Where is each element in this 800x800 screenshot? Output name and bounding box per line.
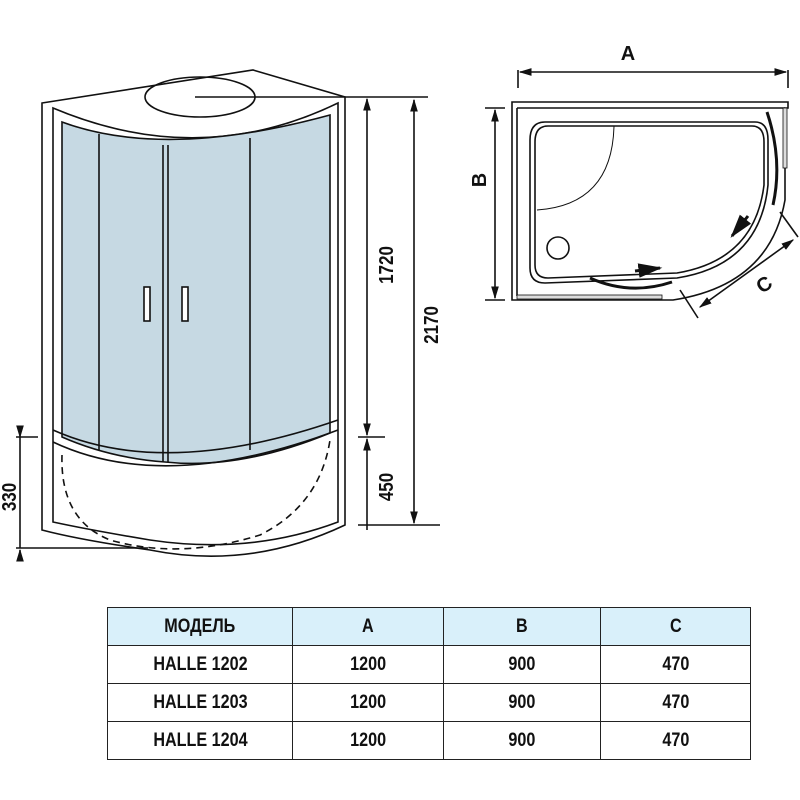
door-handle-left	[143, 286, 151, 322]
cell-model: HALLE 1204	[153, 729, 248, 751]
dim-total-height: 2170	[420, 306, 443, 344]
cabin-inner-frame	[52, 101, 339, 546]
cell-model: HALLE 1203	[153, 691, 248, 713]
cell-b: 900	[508, 729, 536, 751]
tray-hidden-line	[61, 439, 331, 550]
header-a: A	[362, 615, 374, 637]
sliding-door-bottom	[589, 276, 673, 290]
cell-model: HALLE 1202	[153, 653, 248, 675]
table-row: HALLE 1203 1200 900 470	[106, 683, 752, 722]
header-c: C	[669, 615, 682, 637]
header-b: B	[515, 615, 528, 637]
model-dimensions-table: МОДЕЛЬ A B C HALLE 1202 1200 900 470 HAL…	[106, 607, 752, 760]
cell-b: 900	[508, 691, 536, 713]
cell-a: 1200	[349, 653, 386, 675]
sliding-door-right	[765, 111, 779, 206]
glass-panels	[61, 113, 331, 465]
dim-tray-depth: 330	[0, 483, 20, 511]
dim-tray-height: 450	[375, 473, 398, 501]
label-a: A	[621, 43, 635, 65]
cell-b: 900	[508, 653, 536, 675]
label-b: B	[469, 173, 491, 187]
cell-c: 470	[661, 729, 689, 751]
top-view	[485, 68, 799, 319]
front-view	[16, 69, 440, 562]
header-model: МОДЕЛЬ	[164, 615, 236, 637]
arrow-icon	[634, 263, 663, 278]
cell-a: 1200	[349, 729, 386, 751]
table-header-row: МОДЕЛЬ A B C	[106, 607, 752, 646]
seat-arc	[536, 125, 615, 211]
table-row: HALLE 1204 1200 900 470	[106, 721, 752, 760]
door-handle-right	[181, 286, 189, 322]
table-row: HALLE 1202 1200 900 470	[106, 645, 752, 684]
cell-a: 1200	[349, 691, 386, 713]
cell-c: 470	[661, 653, 689, 675]
cell-c: 470	[661, 691, 689, 713]
label-c: C	[752, 272, 776, 298]
drain-icon	[546, 236, 570, 260]
dim-glass-height: 1720	[375, 246, 398, 284]
tray-inner	[529, 121, 769, 284]
arrow-icon	[730, 214, 752, 238]
